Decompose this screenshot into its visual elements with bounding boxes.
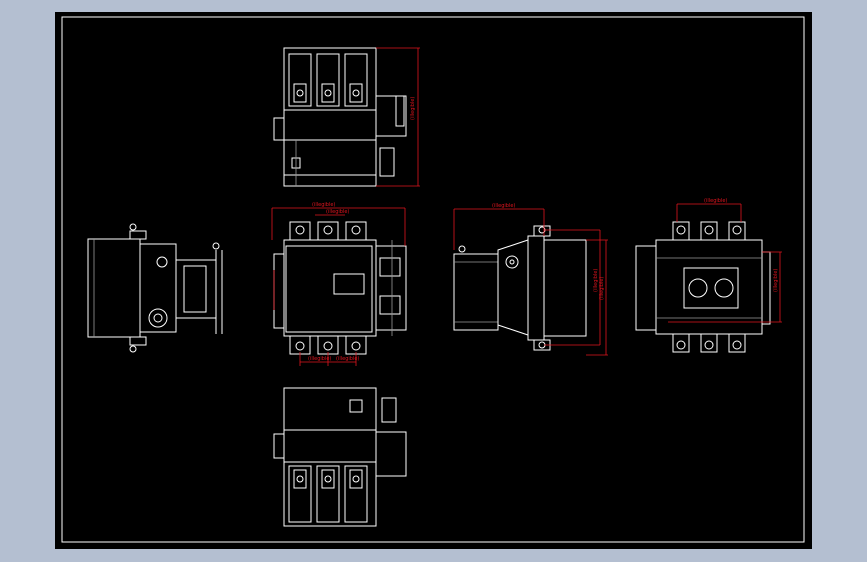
- dim-label-rear-height: (illegible): [773, 269, 779, 292]
- right-side-view: [453, 208, 608, 356]
- top-view: [273, 47, 420, 187]
- dim-label-front-pitch: (illegible): [326, 209, 349, 215]
- dim-label-front-bottom-b: (illegible): [336, 356, 359, 362]
- drawing-frame: (illegible) (illegible) (illegible) (ill…: [55, 12, 812, 549]
- rear-view: [635, 203, 782, 353]
- dim-label-side-width: (illegible): [492, 203, 515, 209]
- cad-drawing: (illegible) (illegible) (illegible) (ill…: [61, 16, 805, 543]
- dim-label-top-height: (illegible): [410, 97, 416, 120]
- bottom-view: [273, 387, 407, 527]
- dim-label-front-bottom-a: (illegible): [308, 356, 331, 362]
- dim-label-front-top: (illegible): [312, 202, 335, 208]
- dim-label-side-height-a: (illegible): [593, 269, 599, 292]
- drawing-border: [61, 16, 805, 543]
- left-side-view: [87, 223, 223, 353]
- dimension-labels: (illegible) (illegible) (illegible) (ill…: [308, 97, 779, 362]
- front-view: [271, 207, 407, 366]
- dim-label-rear-top: (illegible): [704, 198, 727, 204]
- dim-label-side-height-b: (illegible): [599, 277, 605, 300]
